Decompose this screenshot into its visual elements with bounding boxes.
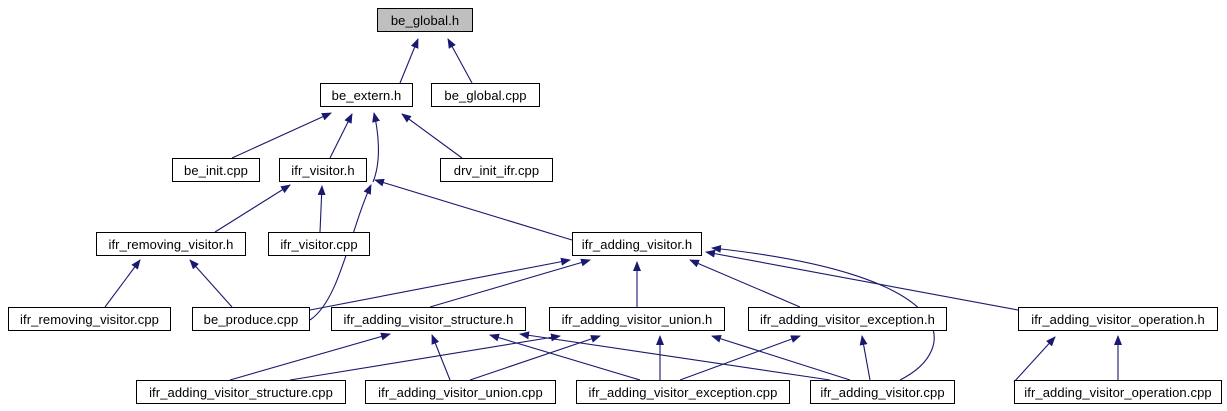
edge-ifr_visitor_h-to-be_extern_h — [329, 113, 353, 159]
node-ifr_adding_visitor_union_h[interactable]: ifr_adding_visitor_union.h — [549, 307, 725, 331]
edge-ifr_adding_visitor_union_cpp-to-ifr_adding_visitor_union_h — [469, 335, 601, 381]
edge-ifr_visitor_cpp-to-ifr_visitor_h — [317, 185, 326, 233]
node-label: ifr_removing_visitor.cpp — [20, 311, 159, 327]
node-label: ifr_adding_visitor_structure.cpp — [149, 384, 333, 400]
edge-ifr_removing_visitor_h-to-ifr_visitor_h — [214, 184, 291, 233]
node-label: ifr_adding_visitor_union.cpp — [378, 384, 543, 400]
node-be_init_cpp[interactable]: be_init.cpp — [172, 158, 260, 182]
node-label: ifr_adding_visitor_operation.h — [1031, 311, 1205, 327]
edge-ifr_adding_visitor_structure_h-to-ifr_adding_visitor_h — [429, 258, 591, 308]
node-label: ifr_adding_visitor.h — [581, 236, 693, 252]
node-label: ifr_visitor.h — [291, 162, 355, 178]
node-ifr_adding_visitor_union_cpp[interactable]: ifr_adding_visitor_union.cpp — [365, 380, 556, 404]
node-ifr_adding_visitor_operation_h[interactable]: ifr_adding_visitor_operation.h — [1018, 307, 1218, 331]
edge-ifr_adding_visitor_exception_cpp-to-ifr_adding_visitor_structure_h — [489, 333, 641, 381]
edge-be_global_cpp-to-be_global_h — [447, 38, 473, 84]
edge-ifr_adding_visitor_h-to-ifr_visitor_h — [374, 178, 573, 241]
edge-drv_init_ifr_cpp-to-be_extern_h — [401, 113, 463, 159]
node-label: ifr_adding_visitor_operation.cpp — [1024, 384, 1212, 400]
edge-be_produce_cpp-to-ifr_removing_visitor_h — [189, 259, 233, 308]
edge-ifr_adding_visitor_structure_cpp-to-ifr_adding_visitor_structure_h — [229, 332, 391, 381]
edge-ifr_removing_visitor_cpp-to-ifr_removing_visitor_h — [104, 259, 141, 308]
node-label: ifr_adding_visitor_exception.h — [760, 311, 935, 327]
node-label: be_global.cpp — [444, 87, 527, 103]
node-label: ifr_adding_visitor_union.h — [561, 311, 713, 327]
node-label: ifr_adding_visitor.cpp — [820, 384, 945, 400]
node-ifr_adding_visitor_operation_cpp[interactable]: ifr_adding_visitor_operation.cpp — [1014, 380, 1222, 404]
node-ifr_removing_visitor_cpp[interactable]: ifr_removing_visitor.cpp — [8, 307, 171, 331]
edge-ifr_adding_visitor_operation_h-to-ifr_adding_visitor_h — [705, 249, 1019, 311]
edge-be_produce_cpp-to-ifr_adding_visitor_h — [309, 257, 571, 311]
edge-be_extern_h-to-be_global_h — [399, 38, 419, 84]
node-ifr_adding_visitor_h[interactable]: ifr_adding_visitor.h — [572, 232, 702, 256]
node-be_global_cpp[interactable]: be_global.cpp — [431, 83, 540, 107]
edge-ifr_adding_visitor_cpp-to-ifr_adding_visitor_union_h — [711, 334, 851, 381]
edge-ifr_adding_visitor_exception_h-to-ifr_adding_visitor_h — [689, 259, 801, 308]
edge-ifr_visitor_h_right-to-be_extern_h — [372, 112, 380, 183]
node-ifr_adding_visitor_cpp[interactable]: ifr_adding_visitor.cpp — [810, 380, 955, 404]
node-ifr_visitor_h[interactable]: ifr_visitor.h — [279, 158, 367, 182]
node-ifr_adding_visitor_exception_cpp[interactable]: ifr_adding_visitor_exception.cpp — [576, 380, 790, 404]
edge-ifr_adding_visitor_exception_cpp-to-ifr_adding_visitor_exception_h — [679, 335, 801, 381]
node-ifr_visitor_cpp[interactable]: ifr_visitor.cpp — [268, 232, 370, 256]
node-label: be_global.h — [390, 12, 460, 28]
node-label: be_init.cpp — [184, 162, 248, 178]
edge-ifr_adding_visitor_operation_cpp-to-ifr_adding_visitor_operation_h2 — [1013, 336, 1056, 383]
edge-be_init_cpp-to-be_extern_h — [231, 112, 332, 159]
node-be_produce_cpp[interactable]: be_produce.cpp — [192, 307, 310, 331]
node-ifr_adding_visitor_structure_h[interactable]: ifr_adding_visitor_structure.h — [331, 307, 526, 331]
edge-ifr_adding_visitor_cpp-to-ifr_adding_visitor_structure_h — [519, 331, 831, 381]
edge-ifr_adding_visitor_structure_cpp-to-ifr_adding_visitor_union_h — [289, 333, 561, 381]
edge-ifr_adding_visitor_union_cpp-to-ifr_adding_visitor_structure_h — [431, 334, 451, 381]
node-label: ifr_adding_visitor_structure.h — [343, 311, 514, 327]
node-label: ifr_visitor.cpp — [280, 236, 358, 252]
node-ifr_adding_visitor_structure_cpp[interactable]: ifr_adding_visitor_structure.cpp — [136, 380, 346, 404]
node-label: be_extern.h — [331, 87, 402, 103]
node-label: drv_init_ifr.cpp — [453, 162, 540, 178]
edge-ifr_adding_visitor_cpp-to-ifr_adding_visitor_exception_h — [859, 335, 871, 381]
node-ifr_removing_visitor_h[interactable]: ifr_removing_visitor.h — [96, 232, 246, 256]
node-be_extern_h[interactable]: be_extern.h — [320, 83, 413, 107]
node-label: ifr_removing_visitor.h — [108, 236, 234, 252]
node-label: ifr_adding_visitor_exception.cpp — [588, 384, 778, 400]
node-be_global_h[interactable]: be_global.h — [377, 8, 473, 32]
node-ifr_adding_visitor_exception_h[interactable]: ifr_adding_visitor_exception.h — [748, 307, 947, 331]
edge-be_produce_cpp-to-be_extern_h — [309, 184, 372, 321]
node-drv_init_ifr_cpp[interactable]: drv_init_ifr.cpp — [440, 158, 553, 182]
node-label: be_produce.cpp — [203, 311, 299, 327]
